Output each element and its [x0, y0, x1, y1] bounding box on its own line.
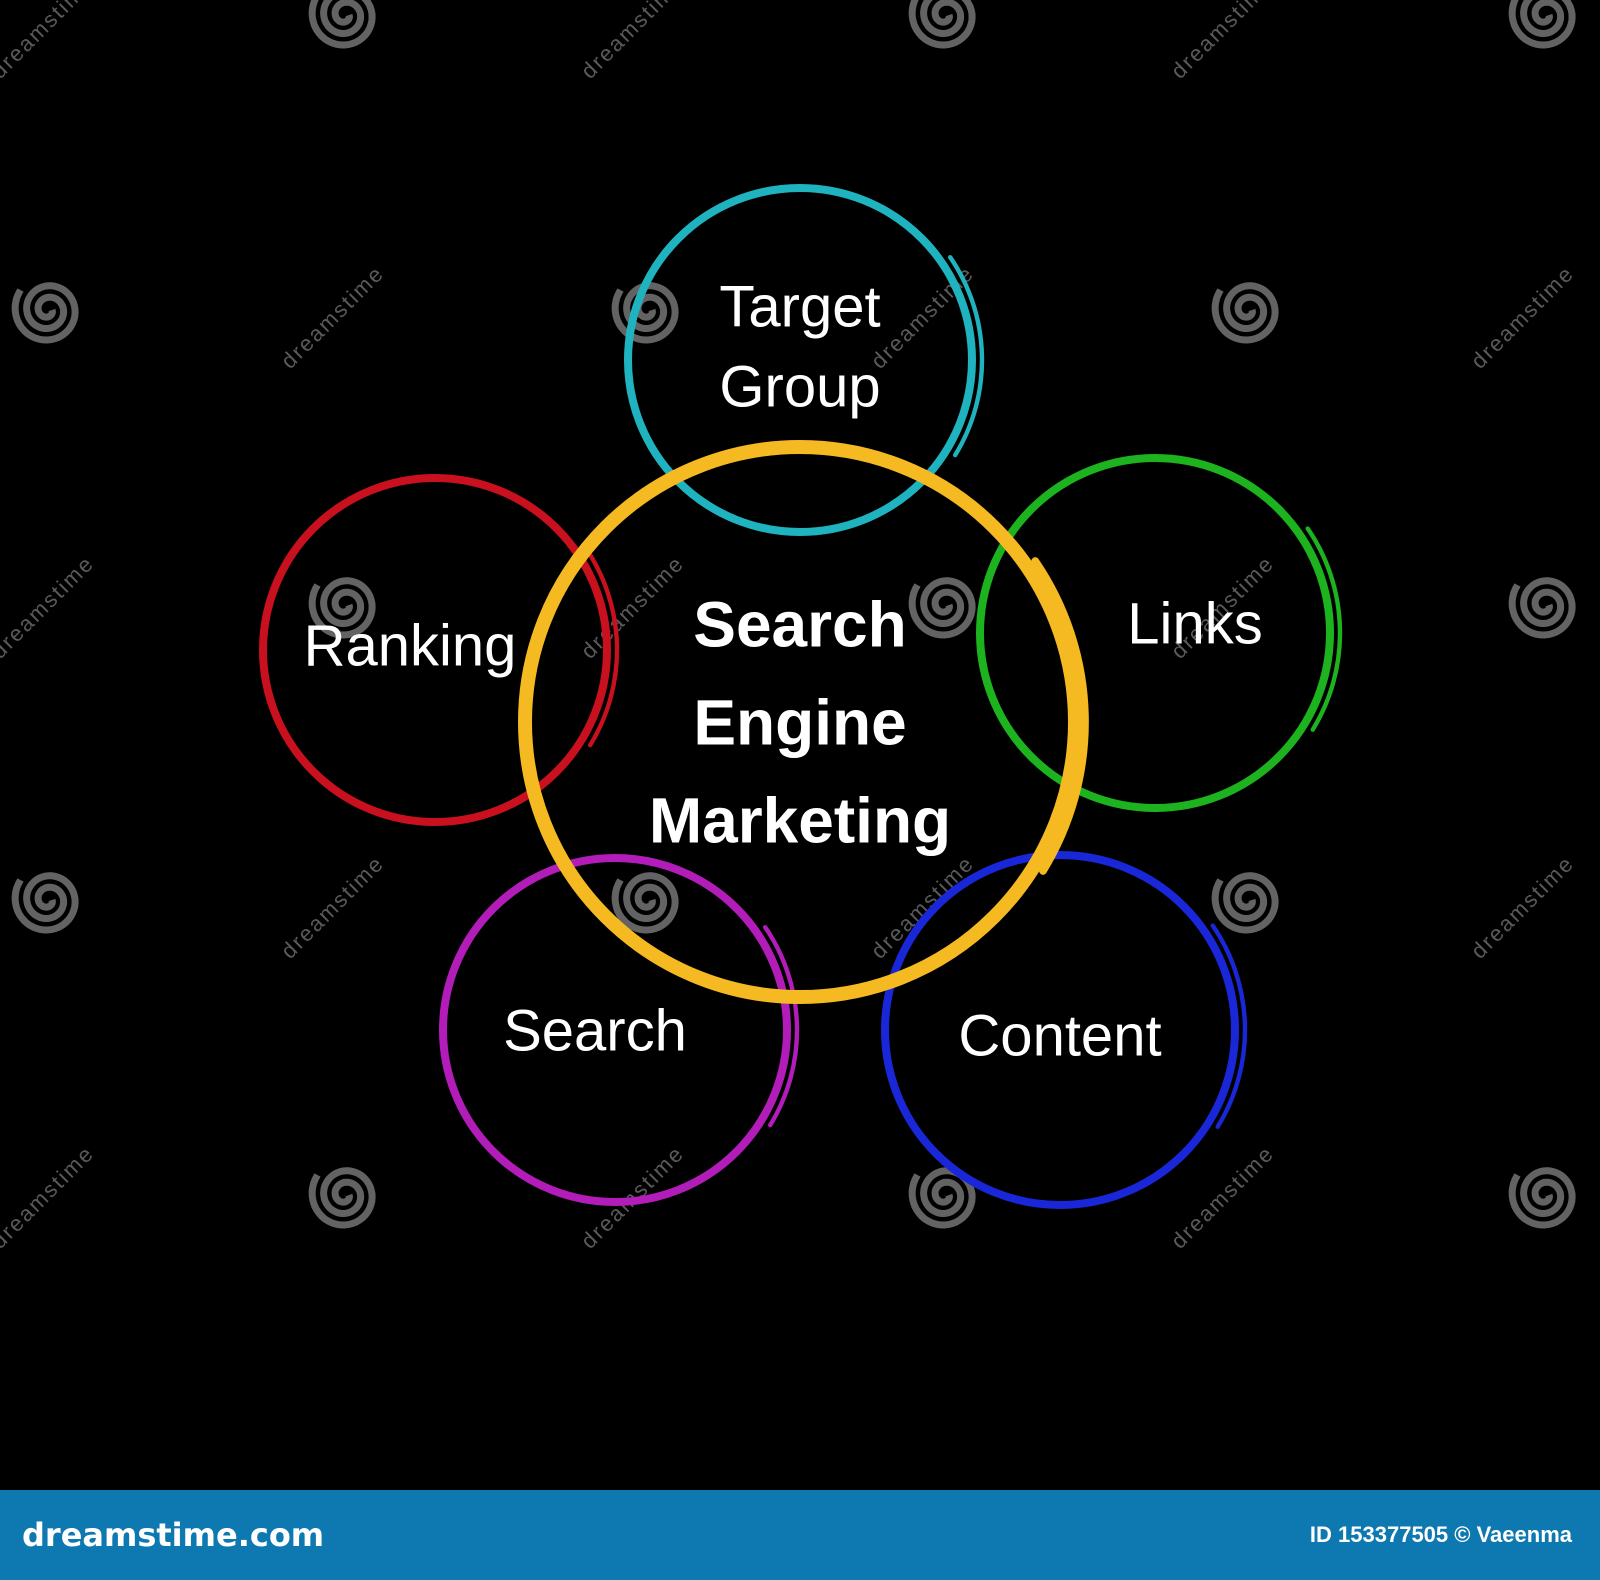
watermark-text: dreamstime	[276, 260, 389, 373]
content-label: Content	[958, 1003, 1161, 1068]
dreamstime-spiral-icon	[1508, 0, 1576, 49]
target-group-ring	[624, 184, 985, 536]
content-label-line: Content	[958, 1003, 1161, 1068]
dreamstime-spiral-icon	[1508, 1167, 1576, 1229]
search-label-line: Search	[503, 998, 687, 1063]
center-ring	[518, 440, 1089, 1004]
center-label-line: Search	[693, 588, 906, 660]
target-group-label-line: Target	[719, 274, 880, 339]
links-label: Links	[1127, 591, 1262, 656]
dreamstime-spiral-icon	[1508, 577, 1576, 639]
links-label-line: Links	[1127, 591, 1262, 656]
dreamstime-spiral-icon	[908, 0, 976, 49]
watermark-text: dreamstime	[576, 0, 689, 84]
watermark-text: dreamstime	[576, 550, 689, 663]
center-label-line: Engine	[693, 686, 906, 758]
watermark-text: dreamstime	[276, 850, 389, 963]
watermark-text: dreamstime	[1466, 260, 1579, 373]
dreamstime-spiral-icon	[308, 577, 376, 639]
search-ring	[439, 854, 800, 1206]
dreamstime-spiral-icon	[308, 1167, 376, 1229]
ring-layer	[259, 184, 1343, 1209]
dreamstime-spiral-icon	[11, 872, 79, 934]
target-group-label-line: Group	[719, 354, 880, 419]
footer-credit: ID 153377505 © Vaeenma	[1309, 1522, 1572, 1547]
dreamstime-spiral-icon	[1211, 872, 1279, 934]
ranking-ring	[259, 474, 620, 826]
content-ring	[881, 851, 1248, 1209]
dreamstime-spiral-icon	[908, 1167, 976, 1229]
dreamstime-spiral-icon	[11, 282, 79, 344]
watermark-text: dreamstime	[1466, 850, 1579, 963]
watermark-text: dreamstime	[0, 550, 99, 663]
dreamstime-spiral-icon	[1211, 282, 1279, 344]
footer-bar: dreamstime.com ID 153377505 © Vaeenma	[0, 1490, 1600, 1580]
dreamstime-spiral-icon	[308, 0, 376, 49]
watermark-text: dreamstime	[0, 0, 99, 84]
watermark-text: dreamstime	[1166, 0, 1279, 84]
dreamstime-spiral-icon	[611, 282, 679, 344]
seo-circle-diagram: dreamstime dreamstime dreamstime dreamstime…	[0, 0, 1579, 1254]
links-ring	[976, 454, 1343, 812]
dreamstime-spiral-icon	[611, 872, 679, 934]
ranking-label: Ranking	[304, 613, 517, 678]
watermark-text: dreamstime	[0, 1140, 99, 1253]
center-label-line: Marketing	[649, 784, 951, 856]
ranking-label-line: Ranking	[304, 613, 517, 678]
footer-logo[interactable]: dreamstime.com	[22, 1516, 325, 1554]
search-label: Search	[503, 998, 687, 1063]
dreamstime-spiral-icon	[908, 577, 976, 639]
